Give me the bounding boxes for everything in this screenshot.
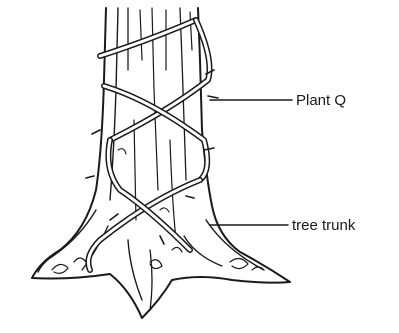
plant-q-label: Plant Q xyxy=(296,93,346,108)
tree-trunk xyxy=(32,8,290,318)
plant-q-vine xyxy=(86,20,218,270)
tree-trunk-label: tree trunk xyxy=(292,218,355,233)
